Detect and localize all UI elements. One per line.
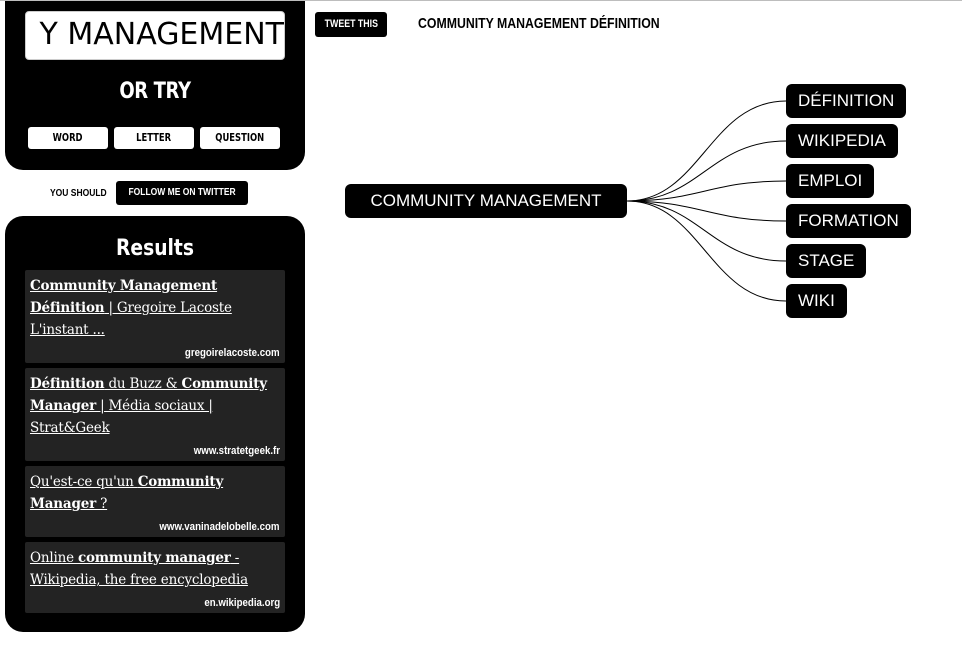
result-link-bold: Définition [30, 376, 105, 392]
connector-line [626, 200, 787, 222]
connector-line [626, 200, 787, 302]
result-link-text: ? [96, 496, 108, 512]
mindmap-root-node[interactable]: COMMUNITY MANAGEMENT [345, 184, 627, 218]
result-link-text: du Buzz & [104, 376, 182, 392]
result-link-text: - Wikipedia, the free encyclopedia [30, 550, 248, 588]
page-title: COMMUNITY MANAGEMENT DÉFINITION [418, 15, 660, 32]
top-border [0, 0, 962, 1]
result-item: Online community manager - Wikipedia, th… [25, 542, 285, 613]
mindmap-node-definition[interactable]: DÉFINITION [786, 84, 907, 118]
result-link-text: | Média sociaux | Strat&Geek [30, 398, 213, 436]
follow-twitter-button[interactable]: FOLLOW ME ON TWITTER [116, 181, 248, 205]
follow-label: YOU SHOULD [50, 188, 107, 199]
connector-line [626, 180, 787, 202]
result-link[interactable]: Community Management Définition | Gregoi… [25, 270, 285, 341]
connector-line [626, 140, 787, 202]
search-query-text: Y MANAGEMENT [39, 17, 284, 52]
try-question-button[interactable]: QUESTION [200, 127, 280, 149]
try-question-label: QUESTION [215, 131, 265, 144]
try-letter-button[interactable]: LETTER [114, 127, 194, 149]
result-item: Définition du Buzz & Community Manager |… [25, 368, 285, 461]
result-url: gregoirelacoste.com [185, 347, 280, 359]
try-word-label: WORD [53, 131, 83, 144]
result-link-text: | Gregoire Lacoste L'instant ... [30, 300, 232, 338]
search-input[interactable]: Y MANAGEMENT [25, 11, 285, 60]
result-item: Community Management Définition | Gregoi… [25, 270, 285, 363]
results-panel: Results Community Management Définition … [5, 216, 305, 632]
result-link-text: Qu'est-ce qu'un [30, 474, 138, 490]
mindmap-node-formation[interactable]: FORMATION [786, 204, 911, 238]
result-link-bold: Community Manager [30, 474, 224, 512]
result-url: www.stratetgeek.fr [193, 445, 280, 457]
search-panel: Y MANAGEMENT OR TRY WORD LETTER QUESTION [5, 1, 305, 170]
result-url: www.vaninadelobelle.com [159, 521, 280, 533]
result-link[interactable]: Définition du Buzz & Community Manager |… [25, 368, 285, 439]
result-link[interactable]: Online community manager - Wikipedia, th… [25, 542, 285, 591]
connector-line [626, 200, 787, 262]
result-link[interactable]: Qu'est-ce qu'un Community Manager ? [25, 466, 285, 515]
try-letter-label: LETTER [136, 131, 172, 144]
follow-twitter-label: FOLLOW ME ON TWITTER [128, 187, 236, 198]
result-link-text: Online [30, 550, 78, 566]
result-link-bold: community manager [77, 550, 231, 566]
try-word-button[interactable]: WORD [28, 127, 108, 149]
connector-line [626, 100, 787, 202]
tweet-this-label: TWEET THIS [324, 18, 378, 30]
mindmap-node-emploi[interactable]: EMPLOI [786, 164, 875, 198]
result-link-bold: Community Manager [30, 376, 267, 414]
mindmap-node-wikipedia[interactable]: WIKIPEDIA [786, 124, 898, 158]
result-item: Qu'est-ce qu'un Community Manager ? www.… [25, 466, 285, 537]
tweet-this-button[interactable]: TWEET THIS [315, 12, 387, 37]
results-title: Results [115, 236, 195, 261]
result-url: en.wikipedia.org [204, 597, 280, 609]
mindmap-node-stage[interactable]: STAGE [786, 244, 867, 278]
or-try-label: OR TRY [119, 79, 191, 104]
mindmap-node-wiki[interactable]: WIKI [786, 284, 847, 318]
result-link-bold: Community Management Définition [30, 278, 218, 316]
